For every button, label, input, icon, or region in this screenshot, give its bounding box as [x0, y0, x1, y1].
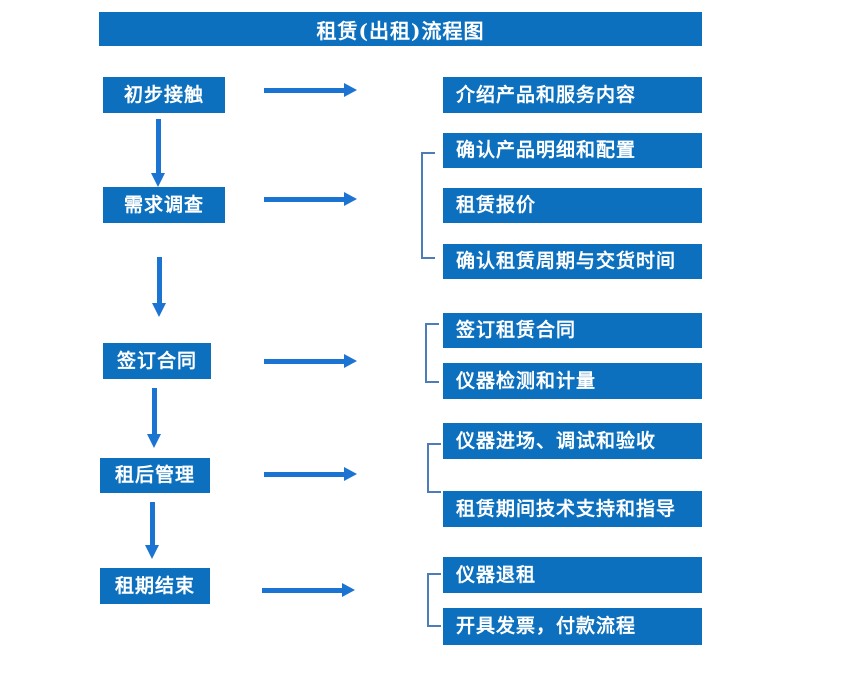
step-box-lease-end: 租期结束	[100, 568, 210, 604]
bracket-connector	[427, 443, 441, 493]
arrow-down-icon	[152, 257, 166, 317]
arrow-right-icon	[264, 83, 357, 97]
detail-box-confirm-product-details: 确认产品明细和配置	[443, 133, 702, 168]
flowchart-title: 租赁(出租)流程图	[99, 12, 702, 46]
detail-box-instrument-setup: 仪器进场、调试和验收	[443, 423, 702, 459]
bracket-connector	[421, 152, 435, 259]
arrow-right-icon	[264, 354, 357, 368]
detail-box-technical-support: 租赁期间技术支持和指导	[443, 491, 702, 527]
detail-box-instrument-return: 仪器退租	[443, 557, 702, 593]
step-box-initial-contact: 初步接触	[103, 77, 225, 113]
step-box-post-rental-management: 租后管理	[100, 458, 210, 493]
detail-box-introduce-products: 介绍产品和服务内容	[443, 77, 702, 113]
detail-box-sign-rental-contract: 签订租赁合同	[443, 313, 702, 348]
arrow-down-icon	[147, 388, 161, 448]
detail-box-invoice-payment: 开具发票，付款流程	[443, 608, 702, 645]
detail-box-confirm-rental-period: 确认租赁周期与交货时间	[443, 244, 702, 279]
step-box-sign-contract: 签订合同	[103, 343, 211, 379]
arrow-right-icon	[262, 583, 355, 597]
arrow-down-icon	[151, 119, 165, 187]
bracket-connector	[427, 573, 441, 627]
arrow-right-icon	[264, 192, 357, 206]
detail-box-rental-quotation: 租赁报价	[443, 188, 702, 223]
detail-box-instrument-testing: 仪器检测和计量	[443, 363, 702, 399]
bracket-connector	[425, 323, 439, 383]
arrow-down-icon	[145, 502, 159, 559]
arrow-right-icon	[264, 467, 357, 481]
step-box-demand-survey: 需求调查	[103, 187, 225, 223]
